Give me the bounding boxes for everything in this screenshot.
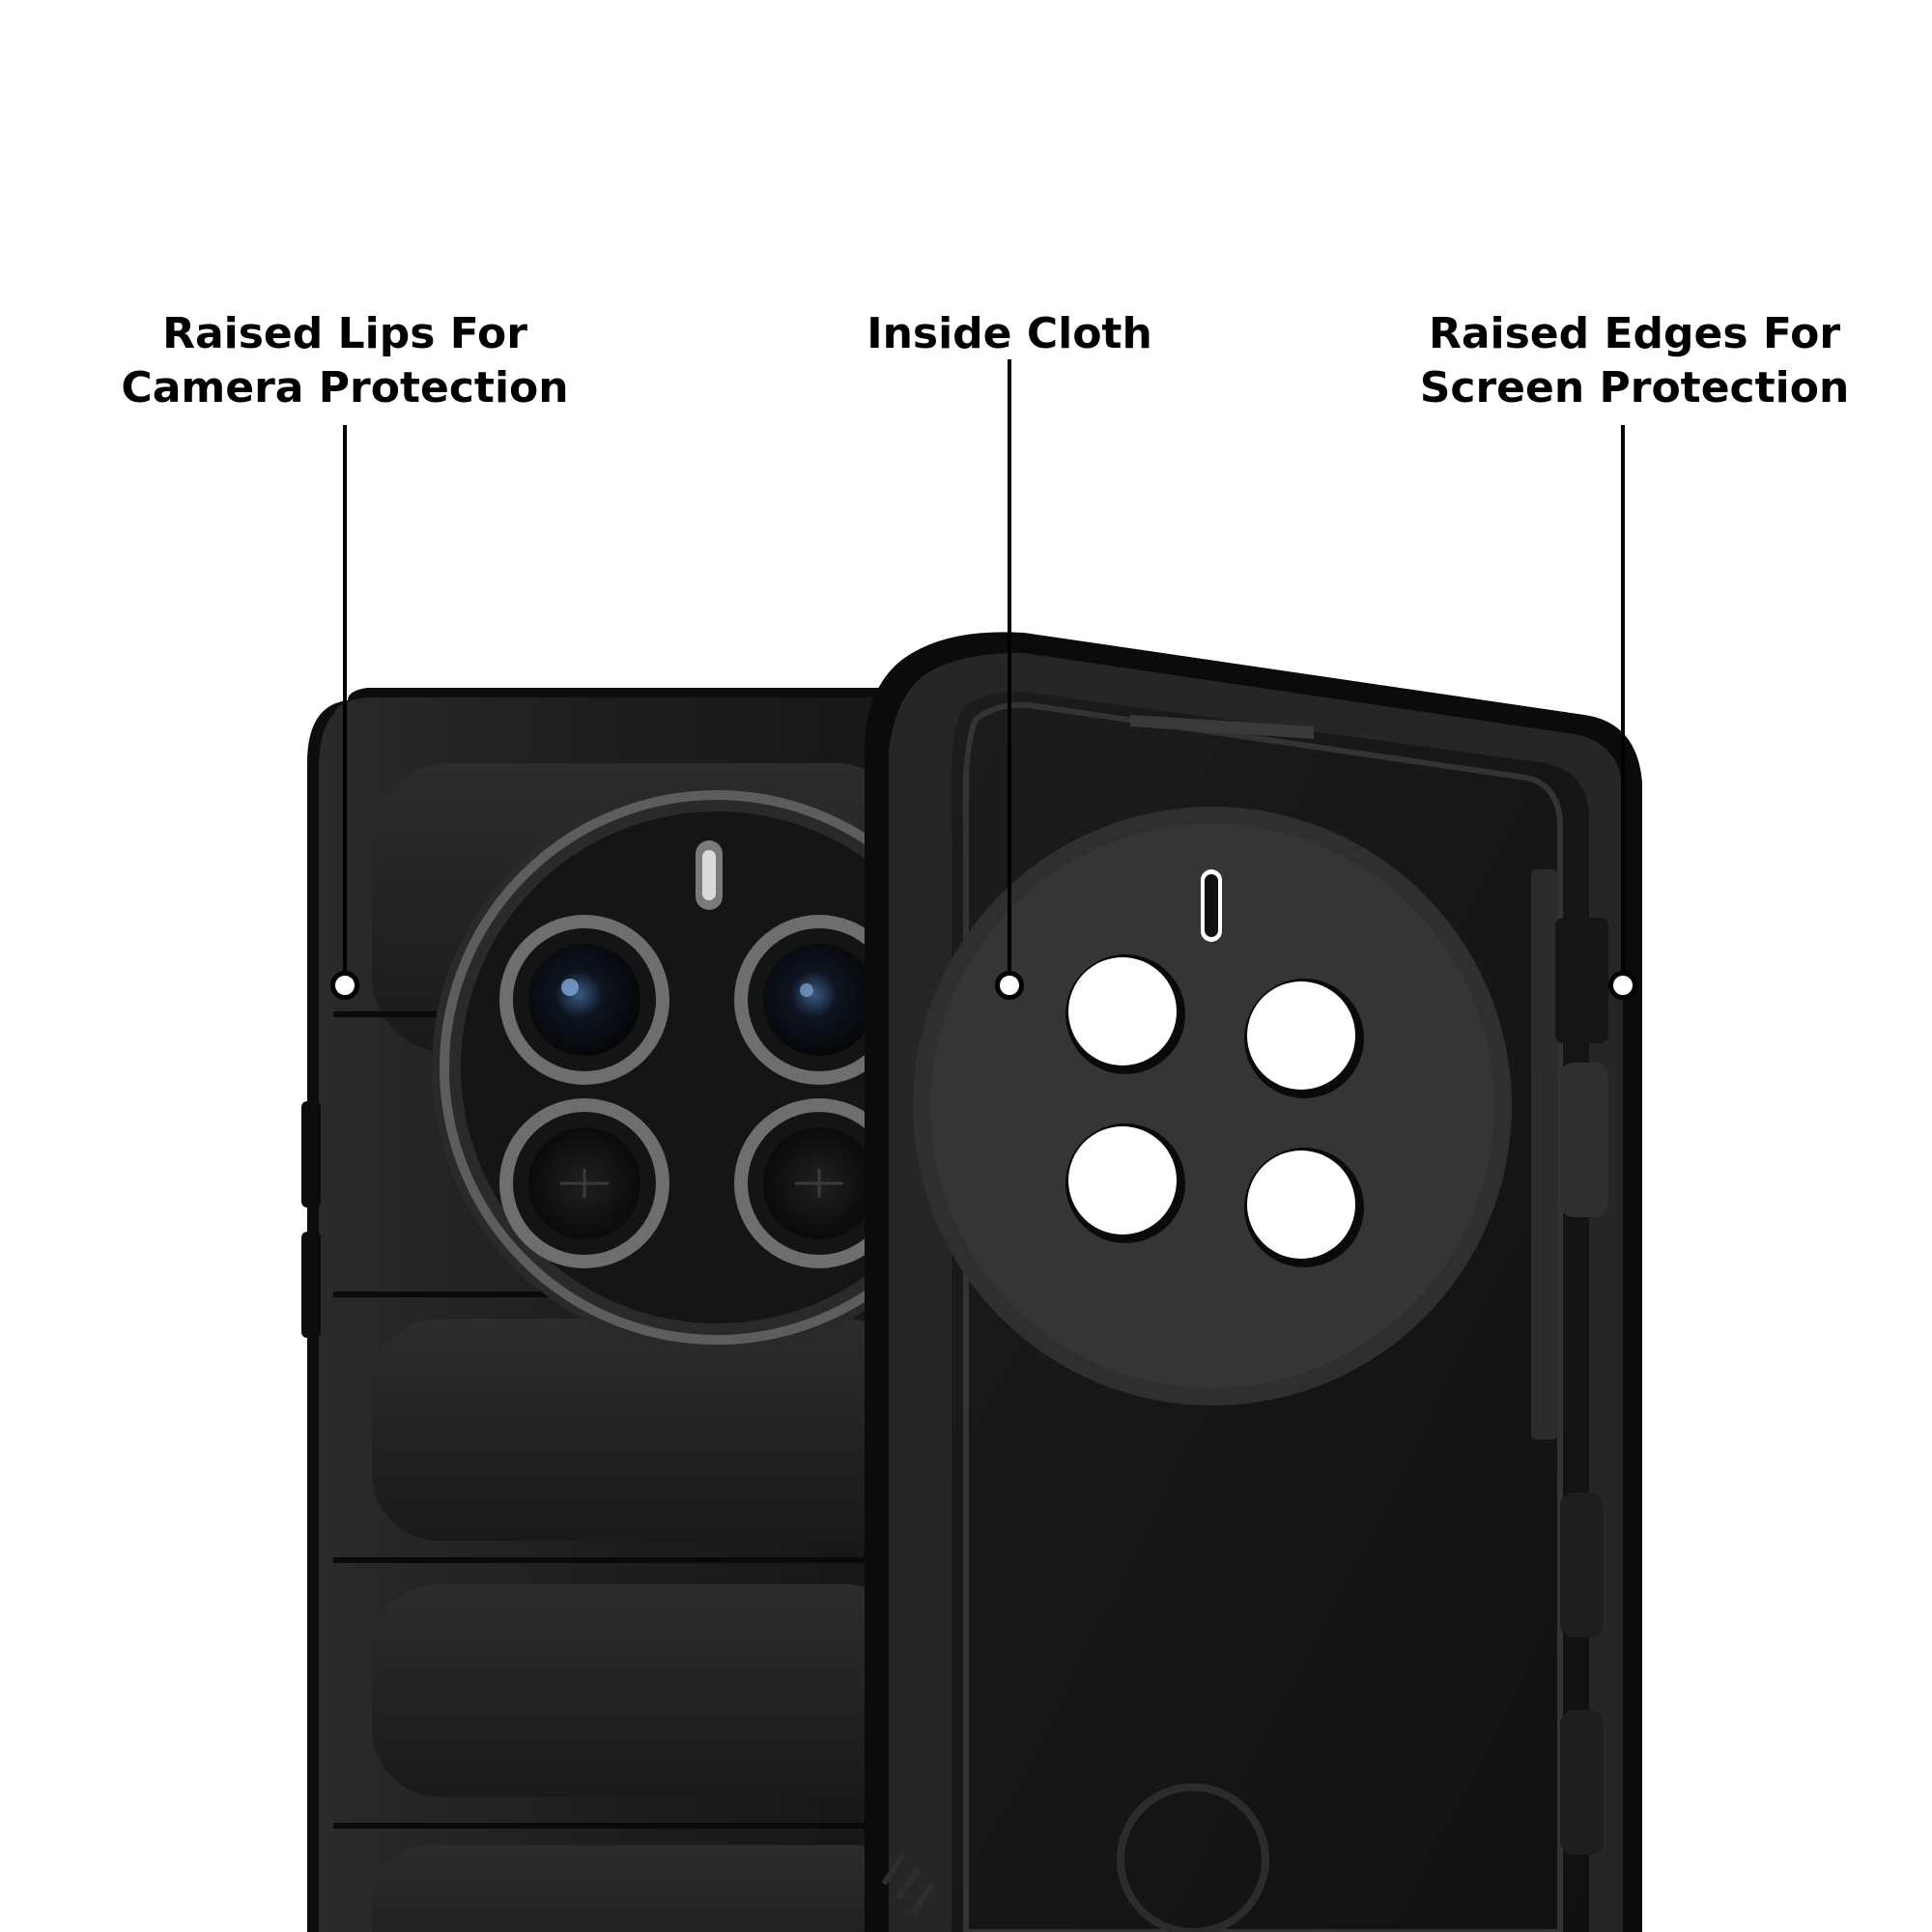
- camera-lips-label: Raised Lips For Camera Protection: [121, 307, 568, 415]
- camera-lips-leader-line: [343, 425, 347, 985]
- camera-lips-line2: Camera Protection: [121, 363, 569, 412]
- camera-lips-marker: [330, 971, 359, 1000]
- screen-edges-line2: Screen Protection: [1419, 363, 1850, 412]
- case-inside-view: [865, 632, 1642, 1932]
- inside-cloth-marker: [995, 971, 1024, 1000]
- inside-cloth-label: Inside Cloth: [867, 307, 1152, 361]
- inside-cloth-leader-line: [1008, 359, 1011, 985]
- camera-lips-line1: Raised Lips For: [162, 309, 527, 358]
- inside-cloth-line1: Inside Cloth: [867, 309, 1152, 358]
- screen-edges-leader-line: [1621, 425, 1625, 985]
- screen-edges-label: Raised Edges For Screen Protection: [1420, 307, 1850, 415]
- screen-edges-marker: [1608, 971, 1637, 1000]
- case-back-view: [301, 688, 1002, 1932]
- screen-edges-line1: Raised Edges For: [1428, 309, 1841, 358]
